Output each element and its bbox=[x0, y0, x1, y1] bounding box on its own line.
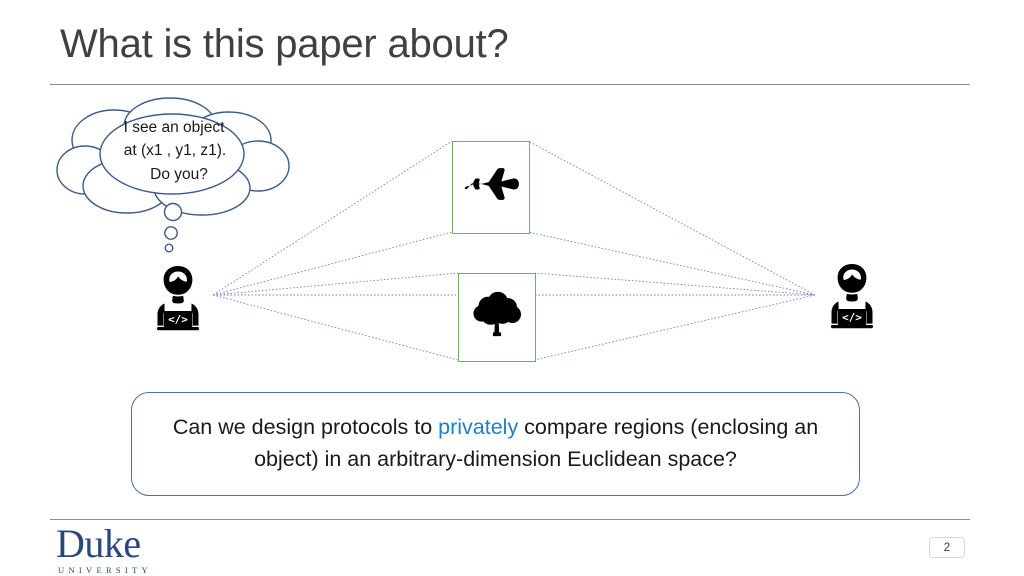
duke-logo-subtitle: UNIVERSITY bbox=[58, 565, 152, 575]
actor-left-programmer: </> bbox=[148, 262, 208, 342]
programmer-icon: </> bbox=[831, 264, 873, 329]
tree-icon bbox=[473, 291, 522, 336]
airplane-icon bbox=[464, 167, 519, 200]
question-text: Can we design protocols to privately com… bbox=[132, 412, 859, 476]
footer-divider bbox=[50, 519, 970, 520]
laptop-screen-code: </> bbox=[842, 311, 862, 324]
question-part-1: Can we design protocols to bbox=[172, 415, 439, 440]
page-number-badge: 2 bbox=[929, 537, 965, 558]
object-box-tree bbox=[458, 273, 536, 362]
page-title: What is this paper about? bbox=[60, 22, 509, 66]
duke-logo-wordmark: Duke bbox=[56, 521, 141, 566]
programmer-icon: </> bbox=[157, 266, 199, 331]
laptop-screen-code: </> bbox=[168, 313, 188, 326]
thought-bubble-shape bbox=[56, 97, 290, 253]
title-divider bbox=[50, 84, 970, 85]
thought-bubble: I see an object at (x1 , y1, z1). Do you… bbox=[52, 96, 302, 266]
question-highlight: privately bbox=[438, 415, 519, 440]
actor-right-programmer: </> bbox=[822, 260, 882, 340]
object-box-airplane bbox=[452, 141, 530, 234]
question-part-2: compare regions (enclosing an object) in… bbox=[254, 415, 819, 471]
duke-logo: Duke UNIVERSITY bbox=[56, 521, 186, 576]
question-callout-box: Can we design protocols to privately com… bbox=[131, 392, 860, 496]
